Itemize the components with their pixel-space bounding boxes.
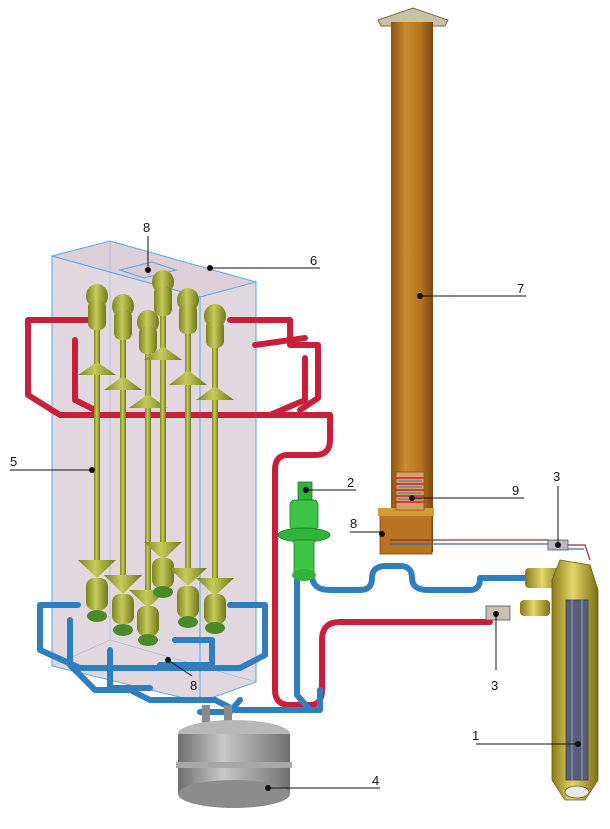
column-1 <box>78 284 116 622</box>
label-8-chimney: 8 <box>350 516 357 531</box>
column-5 <box>169 288 207 628</box>
chimney <box>377 7 449 555</box>
column-4 <box>144 270 182 598</box>
leader-lines <box>10 236 581 791</box>
expansion-vessel <box>176 705 292 808</box>
cold-pipe-network <box>37 563 538 715</box>
label-9: 9 <box>512 483 519 498</box>
label-5: 5 <box>10 454 17 469</box>
heat-exchanger-coil <box>395 471 425 511</box>
label-1: 1 <box>472 728 479 743</box>
label-8-bottom: 8 <box>190 678 197 693</box>
column-array <box>78 270 234 646</box>
circulation-pump <box>277 481 331 581</box>
label-2: 2 <box>347 475 354 490</box>
column-2 <box>104 294 142 636</box>
label-4: 4 <box>372 773 379 788</box>
label-6: 6 <box>310 253 317 268</box>
label-3-lower: 3 <box>491 678 498 693</box>
callout-labels: 8 6 7 5 2 9 3 8 3 8 4 1 <box>10 220 560 788</box>
label-8-top: 8 <box>143 220 150 235</box>
hot-pipe-network <box>25 317 493 708</box>
label-7: 7 <box>517 281 524 296</box>
column-6 <box>196 304 234 634</box>
sensor-assembly <box>520 559 599 801</box>
label-3-upper: 3 <box>553 469 560 484</box>
